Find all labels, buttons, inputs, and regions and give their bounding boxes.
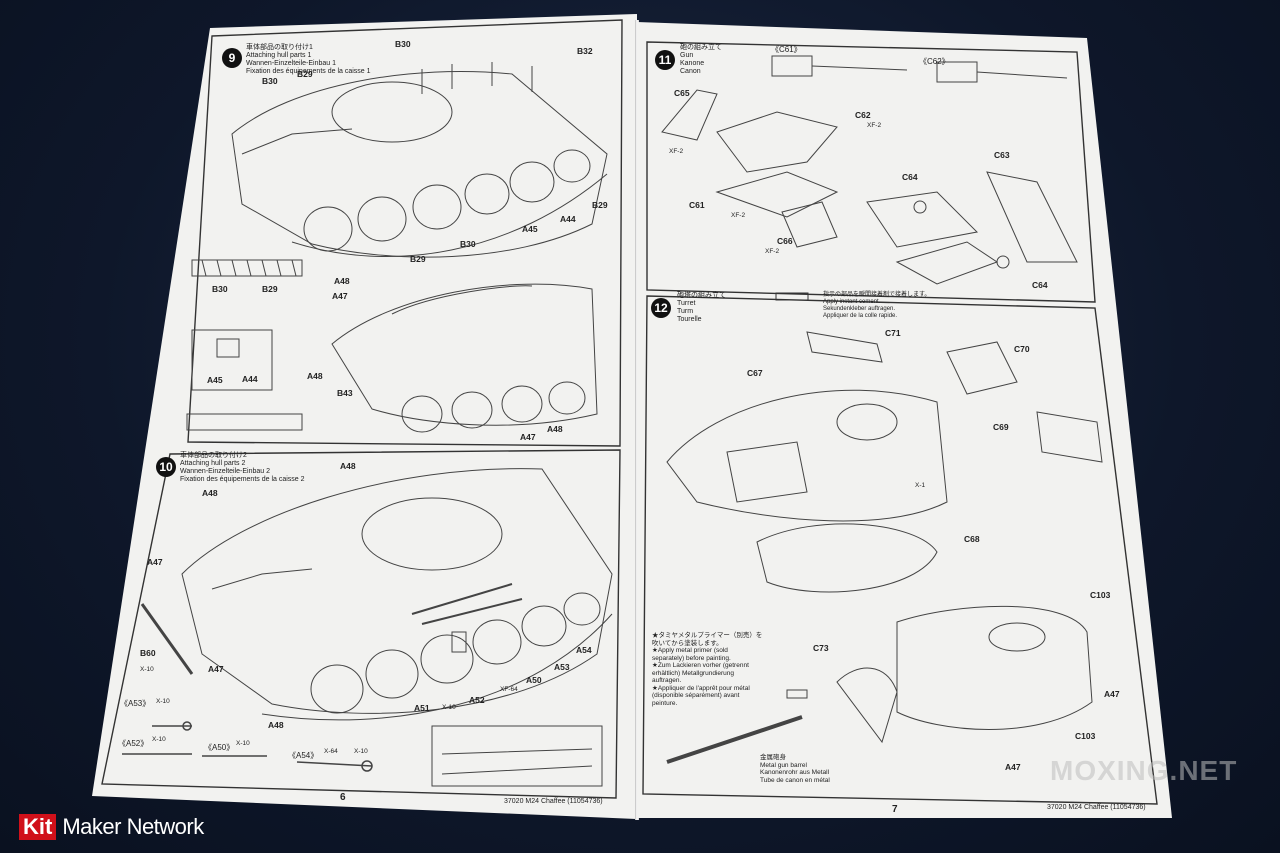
part-label: C64 — [902, 172, 918, 182]
part-label: A53 — [554, 662, 570, 672]
paint-code: X-1 — [915, 482, 926, 489]
part-label: B60 — [140, 648, 156, 658]
part-label: C71 — [885, 328, 901, 338]
part-label: A47 — [1005, 762, 1021, 772]
part-label: B32 — [577, 46, 593, 56]
parts-row-label: 《A52》 — [118, 739, 149, 748]
part-label: A51 — [414, 703, 430, 713]
paint-code: X-10 — [140, 666, 154, 673]
part-label: A47 — [332, 291, 348, 301]
part-label: A47 — [520, 432, 536, 442]
part-label: B29 — [297, 69, 313, 79]
cement-tube-icon — [775, 292, 809, 301]
paint-code: X-10 — [156, 698, 170, 705]
part-label: C61 — [689, 200, 705, 210]
step10-number-badge: 10 — [156, 457, 176, 477]
paint-code: X-10 — [354, 748, 368, 755]
step9-title: 車体部品の取り付け1 Attaching hull parts 1 Wannen… — [246, 44, 371, 75]
part-label: A48 — [307, 371, 323, 381]
part-label: B43 — [337, 388, 353, 398]
parts-row-label: 《A50》 — [204, 743, 235, 752]
part-label: A48 — [202, 488, 218, 498]
paint-code: XF-2 — [669, 148, 684, 155]
part-label: C67 — [747, 368, 763, 378]
part-label: C70 — [1014, 344, 1030, 354]
part-label: C63 — [994, 150, 1010, 160]
step9-frame — [101, 19, 623, 799]
part-label: C69 — [993, 422, 1009, 432]
brand-logo: Kit Maker Network — [19, 814, 204, 840]
step11-title: 砲の組み立て Gun Kanone Canon — [680, 44, 722, 75]
variant-label: 《C62》 — [919, 57, 950, 66]
part-label: A47 — [1104, 689, 1120, 699]
parts-row-label: 《A53》 — [120, 699, 151, 708]
part-label: A47 — [208, 664, 224, 674]
paint-code: XF-2 — [867, 122, 882, 129]
part-label: A50 — [526, 675, 542, 685]
cement-note: 指示の部品を瞬間接着剤で接着します。 Apply instant cement.… — [823, 292, 931, 319]
brand-rest: Maker Network — [62, 814, 204, 839]
watermark: MOXING.NET — [1050, 755, 1238, 786]
part-label: B30 — [460, 239, 476, 249]
metal-barrel-note: 金属砲身 Metal gun barrel Kanonenrohr aus Me… — [760, 754, 830, 784]
parts-row-label: 《A54》 — [288, 751, 319, 760]
page-footer: 37020 M24 Chaffee (11054736) — [1047, 804, 1146, 811]
part-label: B30 — [395, 39, 411, 49]
part-label: A45 — [522, 224, 538, 234]
paint-code: X-10 — [442, 704, 456, 711]
page-footer: 37020 M24 Chaffee (11054736) — [504, 798, 603, 805]
part-label: A48 — [334, 276, 350, 286]
metal-primer-note: ★タミヤメタルプライマー（別売）を 吹いてから塗装します。 ★Apply met… — [652, 632, 763, 707]
part-label: C62 — [855, 110, 871, 120]
part-label: A45 — [207, 375, 223, 385]
part-label: B30 — [212, 284, 228, 294]
part-label: A54 — [576, 645, 592, 655]
paint-code: X-64 — [324, 748, 338, 755]
part-label: C68 — [964, 534, 980, 544]
part-label: C66 — [777, 236, 793, 246]
part-label: B29 — [262, 284, 278, 294]
paint-code: XF-2 — [765, 248, 780, 255]
part-label: A48 — [268, 720, 284, 730]
paint-code: XF-2 — [731, 212, 746, 219]
brand-kit: Kit — [19, 814, 57, 840]
part-label: C73 — [813, 643, 829, 653]
step9-number-badge: 9 — [222, 48, 242, 68]
step11-number-badge: 11 — [655, 50, 675, 70]
part-label: B29 — [410, 254, 426, 264]
paint-code: XF-64 — [500, 686, 518, 693]
part-label: A47 — [147, 557, 163, 567]
part-label: C103 — [1090, 590, 1111, 600]
page-number: 7 — [892, 804, 898, 815]
part-label: C64 — [1032, 280, 1048, 290]
part-label: A48 — [340, 461, 356, 471]
part-label: A52 — [469, 695, 485, 705]
step12-title: 砲塔の組み立て Turret Turm Tourelle — [677, 292, 726, 323]
paint-code: X-10 — [236, 740, 250, 747]
instruction-page-right: 11 砲の組み立て Gun Kanone Canon 《C61》 《C62》 C… — [637, 22, 1172, 818]
paint-code: X-10 — [152, 736, 166, 743]
variant-label: 《C61》 — [771, 45, 802, 54]
part-label: C103 — [1075, 731, 1096, 741]
step12-number-badge: 12 — [651, 298, 671, 318]
part-label: A44 — [242, 374, 258, 384]
part-label: A48 — [547, 424, 563, 434]
part-label: A44 — [560, 214, 576, 224]
part-label: B30 — [262, 76, 278, 86]
part-label: B29 — [592, 200, 608, 210]
step-frames — [642, 41, 1158, 805]
part-label: C65 — [674, 88, 690, 98]
page-number: 6 — [340, 792, 346, 803]
step10-title: 車体部品の取り付け2 Attaching hull parts 2 Wannen… — [180, 452, 305, 483]
